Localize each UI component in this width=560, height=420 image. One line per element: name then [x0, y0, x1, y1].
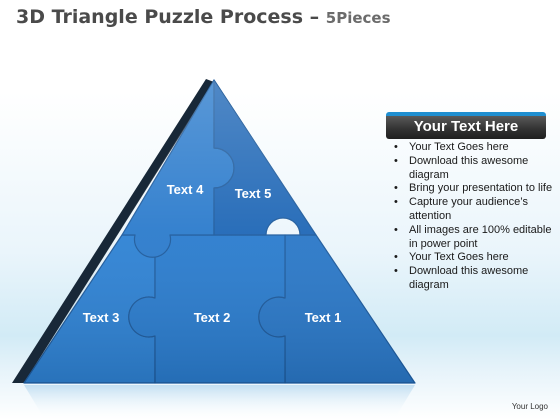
- bullet-item: All images are 100% editable in power po…: [392, 224, 554, 252]
- piece-label-3: Text 3: [83, 310, 120, 325]
- text-panel-header: Your Text Here: [386, 112, 546, 139]
- logo-placeholder: Your Logo: [511, 402, 548, 411]
- piece-label-5: Text 5: [235, 186, 272, 201]
- floor-reflection: [24, 385, 415, 418]
- bullet-item: Download this awesome diagram: [392, 155, 554, 183]
- piece-label-2: Text 2: [194, 310, 231, 325]
- title-main: 3D Triangle Puzzle Process: [16, 6, 304, 28]
- bullet-list: Your Text Goes here Download this awesom…: [392, 141, 554, 293]
- diagram-title: 3D Triangle Puzzle Process – 5Pieces: [16, 6, 391, 28]
- bullet-item: Your Text Goes here: [392, 251, 554, 265]
- piece-label-1: Text 1: [305, 310, 342, 325]
- bullet-item: Bring your presentation to life: [392, 182, 554, 196]
- bullet-item: Capture your audience’s attention: [392, 196, 554, 224]
- bullet-item: Your Text Goes here: [392, 141, 554, 155]
- title-subtitle: 5Pieces: [325, 9, 391, 27]
- title-separator: –: [303, 6, 326, 28]
- piece-label-4: Text 4: [167, 182, 204, 197]
- bullet-item: Download this awesome diagram: [392, 265, 554, 293]
